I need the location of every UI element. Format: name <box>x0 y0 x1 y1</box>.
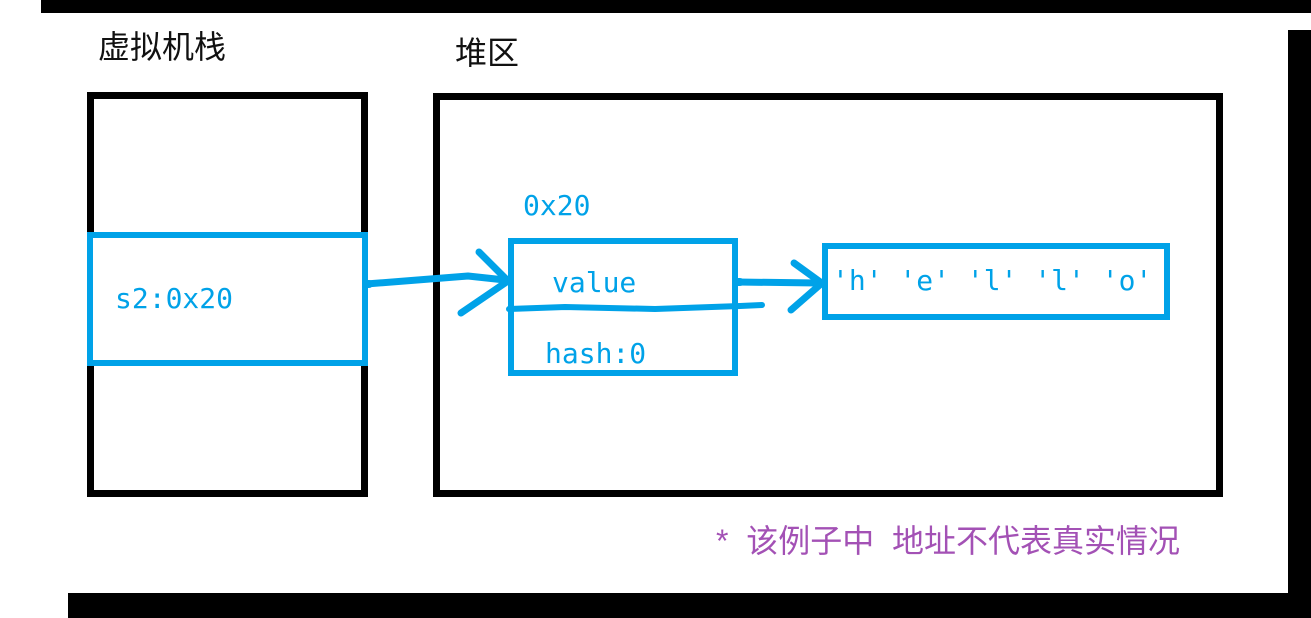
heap-region-box <box>433 93 1223 497</box>
disclaimer-note: * 该例子中 地址不代表真实情况 <box>716 523 1181 559</box>
stack-title: 虚拟机栈 <box>98 29 227 65</box>
frame-right-bar <box>1288 30 1311 618</box>
char-array-box <box>822 243 1170 320</box>
heap-object-field-hash: hash:0 <box>545 337 647 370</box>
heap-object-field-value: value <box>552 266 637 299</box>
frame-bottom-bar <box>68 593 1311 618</box>
char-array-content: 'h' 'e' 'l' 'l' 'o' <box>832 264 1153 297</box>
stack-frame-s2-label: s2:0x20 <box>115 282 234 315</box>
heap-title: 堆区 <box>455 35 520 71</box>
heap-object-address-label: 0x20 <box>523 189 591 222</box>
frame-top-bar <box>41 0 1311 13</box>
stack-frame-s2-box <box>87 232 368 366</box>
